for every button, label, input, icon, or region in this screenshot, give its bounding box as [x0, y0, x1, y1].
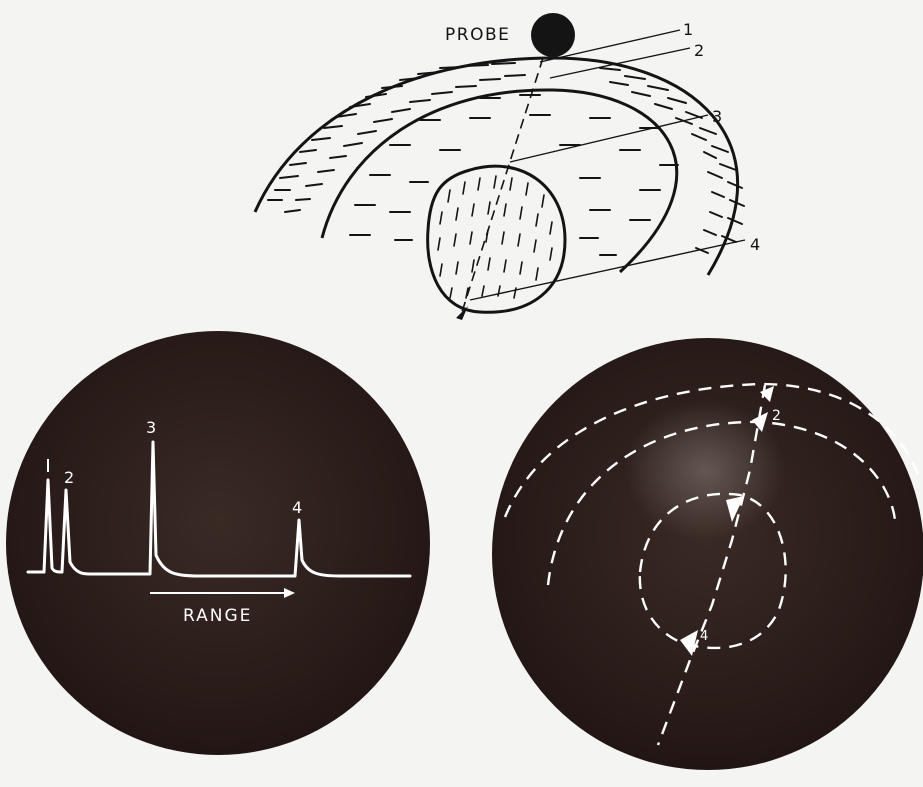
anatomy-diagram: PROBE 1 2 3 4: [255, 13, 760, 320]
inner-skull-arc: [322, 90, 677, 272]
probe-label: PROBE: [445, 25, 510, 45]
mass-outline: [428, 166, 565, 312]
leader-lines: [470, 30, 745, 300]
range-label: RANGE: [183, 606, 252, 626]
probe: [531, 13, 575, 57]
marker-1: 1: [683, 20, 693, 39]
b-scan-echo-2-label: 2: [772, 408, 781, 424]
b-scan-screen: 2 4: [492, 338, 923, 770]
a-scan-peak-3-label: 3: [146, 418, 156, 437]
beam-path: [462, 58, 543, 312]
a-scan-peak-2-label: 2: [64, 468, 74, 487]
marker-2: 2: [694, 41, 704, 60]
a-scan-peak-4-label: 4: [292, 498, 302, 517]
marker-4: 4: [750, 235, 760, 254]
a-scan-screen: 2 3 4 RANGE: [6, 331, 430, 755]
b-scan-echo-4-label: 4: [700, 629, 708, 644]
mass-hatching: [438, 176, 552, 298]
brain-hatching: [350, 95, 678, 255]
marker-3: 3: [712, 107, 722, 126]
